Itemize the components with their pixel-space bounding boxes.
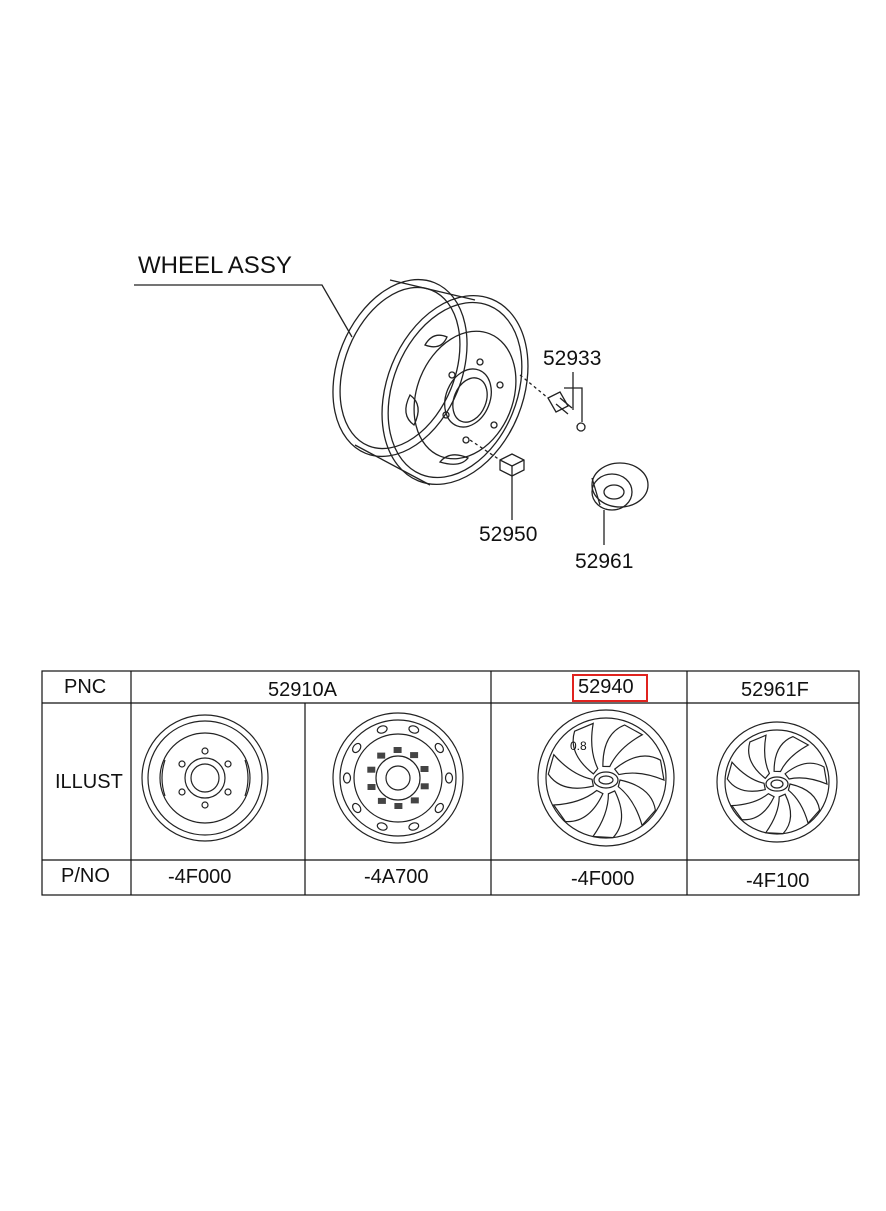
cover-blade — [613, 755, 665, 782]
center-cap-label: 52961 — [575, 550, 634, 573]
valve-stem-icon — [519, 372, 586, 432]
highlight-box — [572, 674, 648, 702]
hub-vent — [410, 797, 419, 804]
cover-blade — [784, 762, 828, 786]
cover-blade — [726, 760, 767, 792]
row-label-pno: P/NO — [61, 865, 110, 887]
wheel-nut-label: 52950 — [479, 523, 538, 546]
wheel-slot — [352, 742, 362, 754]
row-label-pnc: PNC — [64, 676, 107, 698]
wheel-cover-small-icon — [716, 721, 838, 843]
wheel-slot — [352, 802, 362, 814]
valve-stem-label: 52933 — [543, 347, 602, 370]
cover-blade — [602, 724, 644, 768]
wheel-slot — [434, 742, 444, 754]
pno-cell-2[interactable]: -4A700 — [364, 866, 429, 888]
hub-vent — [393, 747, 402, 753]
cover-blade — [773, 735, 810, 773]
wheel-slot — [376, 822, 388, 831]
hub-vent — [410, 752, 419, 759]
steel-wheel-slotted-icon — [332, 712, 464, 844]
pno-cell-1[interactable]: -4F000 — [168, 866, 232, 888]
hub-vent — [420, 766, 429, 772]
hub-vent — [367, 784, 376, 790]
wheel-slot — [342, 772, 352, 784]
pnc-cell-3[interactable]: 52961F — [741, 679, 809, 701]
center-cap-icon — [591, 462, 649, 545]
cover-blade — [617, 779, 657, 827]
cover-blade — [552, 789, 604, 823]
wheel-assy-icon — [332, 278, 529, 486]
wheel-slot — [444, 772, 454, 784]
cover-blade — [547, 753, 595, 789]
cover-blade — [748, 734, 771, 780]
wheel-nut-icon — [469, 439, 525, 520]
cover-blade — [764, 793, 792, 835]
cover-blade — [591, 790, 623, 839]
wheel-assy-label: WHEEL ASSY — [138, 252, 292, 279]
row-label-illust: ILLUST — [55, 771, 123, 793]
wheel-slot — [376, 725, 388, 734]
wheel-slot — [434, 802, 444, 814]
hub-vent — [394, 803, 403, 809]
wheel-slot — [408, 822, 420, 831]
wheel-cover-0-8-icon — [537, 709, 675, 847]
hub-vent — [420, 783, 429, 790]
parts-table — [41, 670, 860, 896]
pno-cell-4[interactable]: -4F100 — [746, 870, 810, 892]
hub-vent — [367, 766, 376, 773]
cover-blade — [572, 722, 599, 775]
pnc-cell-2[interactable]: 52940 — [578, 676, 634, 698]
cover-mark-text: 0.8 — [570, 739, 587, 753]
cover-blade — [787, 783, 821, 825]
wheel-slot — [408, 725, 420, 734]
cover-blade — [730, 792, 775, 821]
pno-cell-3[interactable]: -4F000 — [571, 868, 635, 890]
hub-vent — [377, 752, 386, 759]
pnc-cell-1[interactable]: 52910A — [268, 679, 337, 701]
wheel-assy-leader — [134, 284, 353, 338]
hub-vent — [377, 797, 386, 804]
steel-wheel-6hole-icon — [141, 714, 269, 842]
